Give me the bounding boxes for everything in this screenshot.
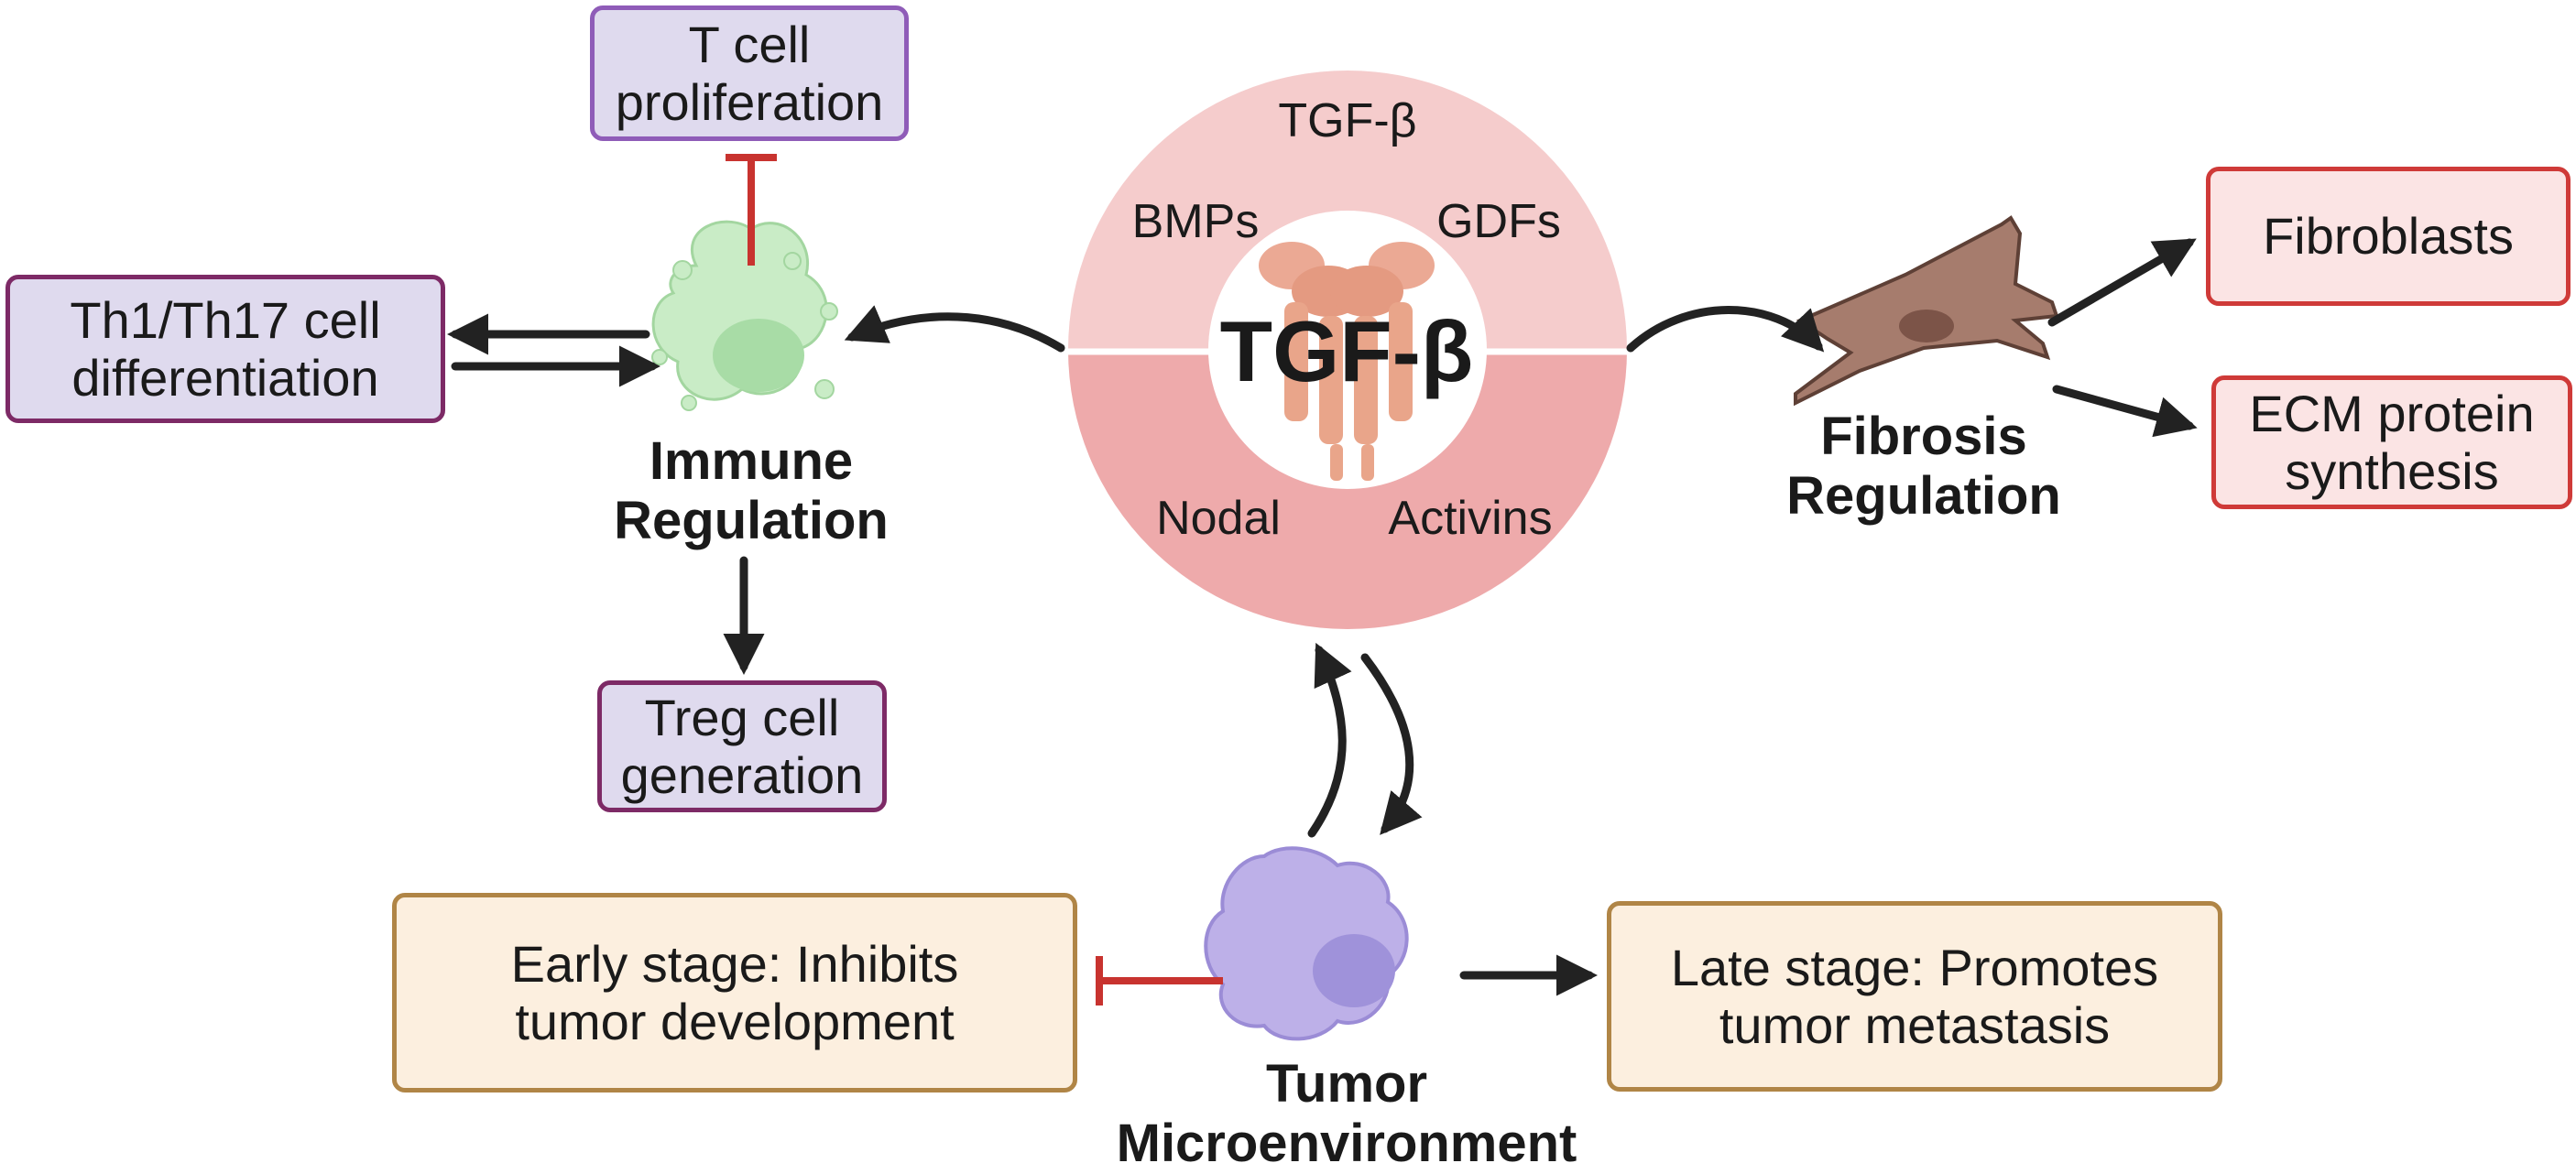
treg-line1: Treg cell [644,688,840,746]
th-cell-line1: Th1/Th17 cell [70,290,381,349]
fibroblast-icon [1794,215,2059,407]
arrow-tgf-to-tumor [1360,653,1423,835]
inhibition-lines [726,154,1223,1006]
arrow-to-ecm [2052,385,2198,438]
tumor-label-line2: Microenvironment [1116,1113,1577,1173]
ecm-line2: synthesis [2285,442,2499,500]
t-cell-line2: proliferation [615,73,884,131]
ring-label-bmps: BMPs [1131,195,1260,248]
th-cell-line2: differentiation [71,349,379,407]
ring-label-nodal: Nodal [1156,492,1281,545]
immune-cell-icon [651,220,838,411]
tumor-label-line1: Tumor [1265,1054,1428,1114]
early-line1: Early stage: Inhibits [510,934,959,993]
early-line2: tumor development [515,993,955,1050]
tgf-beta-wheel [1068,71,1627,629]
activation-arrows [447,238,2198,996]
ecm-line1: ECM protein [2249,384,2535,442]
immune-label-line1: Immune [649,431,854,491]
arrow-to-fibrosis [1626,306,1825,353]
t-cell-line1: T cell [688,15,811,73]
fibrosis-label-line1: Fibrosis [1820,407,2027,466]
fibrosis-label-line2: Regulation [1786,465,2061,526]
center-title: TGF-β [1219,303,1474,399]
ring-label-gdfs: GDFs [1436,195,1561,248]
receptor-icon [1259,242,1435,481]
arrow-to-fibroblasts [2047,238,2197,327]
tumor-cell-icon [1204,846,1409,1041]
arrow-tumor-to-tgf [1307,642,1352,838]
ring-label-top: TGF-β [1278,94,1417,147]
ring-bottom-half [1068,350,1627,629]
arrow-to-immune [844,305,1065,353]
ring-top-half [1068,71,1627,350]
fibroblasts-box: Fibroblasts [2206,167,2571,306]
late-line1: Late stage: Promotes [1670,938,2159,996]
ring-label-activins: Activins [1388,492,1553,545]
fibroblasts-text: Fibroblasts [2263,207,2514,266]
late-line2: tumor metastasis [1719,996,2111,1054]
immune-label-line2: Regulation [614,490,889,550]
treg-line2: generation [620,746,864,804]
